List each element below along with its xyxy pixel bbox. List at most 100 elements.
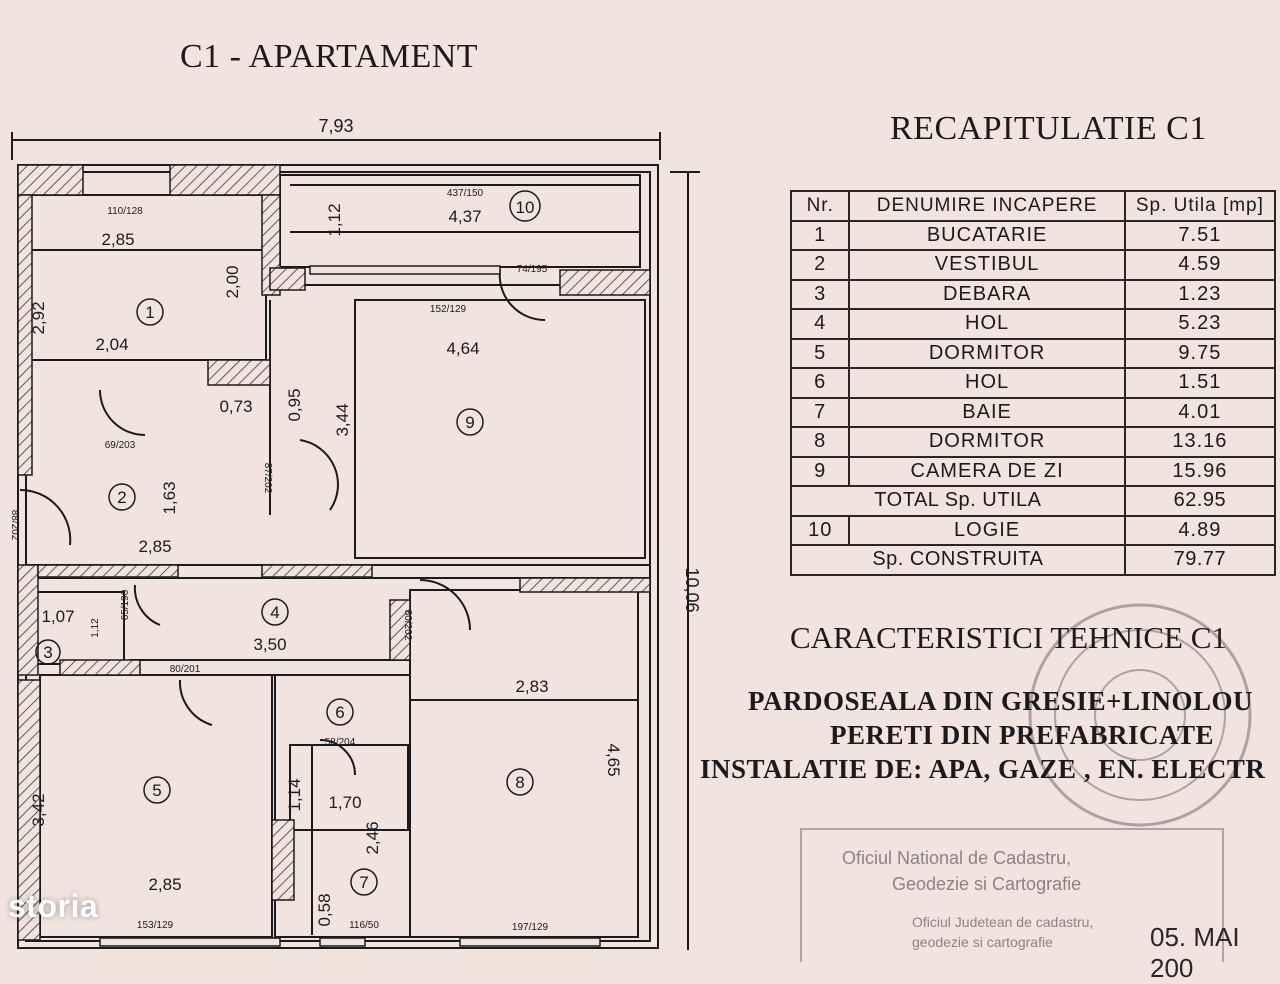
room-2-door-b: 88/202	[9, 510, 20, 541]
room-6-number: 6	[335, 703, 344, 722]
room-10-width: 4,37	[448, 207, 481, 226]
room-5-height: 3,42	[29, 793, 48, 826]
row-area: 1.51	[1123, 367, 1277, 399]
office-line-4: geodezie si cartografie	[912, 934, 1053, 950]
built-value: 79.77	[1123, 544, 1277, 576]
total-label: TOTAL Sp. UTILA	[790, 485, 1126, 517]
row-nr: 7	[789, 396, 851, 428]
room-3-number: 3	[43, 643, 52, 662]
row-name: HOL	[848, 367, 1126, 399]
room-2-door-a: 69/203	[105, 440, 136, 451]
row-name: VESTIBUL	[848, 249, 1126, 281]
room-1-door: 110/128	[107, 206, 143, 217]
row-nr: 4	[789, 308, 851, 340]
header-name: DENUMIRE INCAPERE	[848, 190, 1126, 222]
total-height-label: 10,06	[682, 567, 700, 612]
row-nr: 6	[789, 367, 851, 399]
room-10-number: 10	[516, 198, 535, 217]
total-value: 62.95	[1123, 485, 1277, 517]
room-1-height-left: 2,92	[29, 301, 48, 334]
room-5-width: 2,85	[148, 875, 181, 894]
row-name: BAIE	[848, 396, 1126, 428]
row-name: BUCATARIE	[848, 219, 1126, 251]
room-3-width: 1,07	[41, 607, 74, 626]
tech-line-walls: PERETI DIN PREFABRICATE	[830, 720, 1215, 750]
room-7-number: 7	[359, 873, 368, 892]
room-7-height: 2,46	[363, 821, 382, 854]
office-line-1: Oficiul National de Cadastru,	[842, 848, 1072, 868]
row-area: 4.01	[1123, 396, 1277, 428]
room-5-number: 5	[152, 781, 161, 800]
room-10-window: 437/150	[447, 188, 484, 199]
room-6-door: 58/204	[325, 737, 356, 748]
room-2-number: 2	[117, 488, 126, 507]
floor-plan: 7,93 10,06 1 2,85 2,04 2,00 2,92 110/128…	[9, 116, 700, 950]
date-stamp: 05. MAI 200	[1150, 922, 1240, 983]
room-8-number: 8	[515, 773, 524, 792]
office-line-3: Oficiul Judetean de cadastru,	[912, 914, 1094, 930]
table-header-row: Nr. DENUMIRE INCAPERE Sp. Utila [mp]	[789, 190, 1277, 222]
room-4-number: 4	[270, 603, 279, 622]
row-nr: 8	[789, 426, 851, 458]
round-stamp-icon	[1028, 603, 1252, 827]
room-9-height: 3,44	[333, 403, 352, 436]
tech-line-utilities: INSTALATIE DE: APA, GAZE , EN. ELECTR	[700, 754, 1266, 784]
row-name: DORMITOR	[848, 337, 1126, 369]
row-nr: 10	[789, 514, 851, 546]
row-name: DORMITOR	[848, 426, 1126, 458]
row-area: 4.89	[1123, 514, 1277, 546]
room-9-door: 87/202	[262, 463, 273, 494]
room-4-width: 3,50	[253, 635, 286, 654]
row-name: CAMERA DE ZI	[848, 455, 1126, 487]
built-label: Sp. CONSTRUITA	[790, 544, 1126, 576]
row-name: LOGIE	[848, 514, 1126, 546]
room-1-number: 1	[145, 303, 154, 322]
header-nr: Nr.	[789, 190, 851, 222]
header-area: Sp. Utila [mp]	[1123, 190, 1277, 222]
row-nr: 1	[789, 219, 851, 251]
row-area: 5.23	[1123, 308, 1277, 340]
row-nr: 9	[789, 455, 851, 487]
row-area: 9.75	[1123, 337, 1277, 369]
row-name: HOL	[848, 308, 1126, 340]
row-area: 4.59	[1123, 249, 1277, 281]
misc-height: 0,95	[285, 388, 304, 421]
room-7-height-lower: 0,58	[315, 893, 334, 926]
row-area: 7.51	[1123, 219, 1277, 251]
room-10-door: 74/195	[517, 264, 548, 275]
room-4-door: 80/201	[170, 664, 201, 675]
row-nr: 3	[789, 278, 851, 310]
row-area: 13.16	[1123, 426, 1277, 458]
total-width-label: 7,93	[318, 116, 353, 136]
room-3-height: 1,12	[90, 618, 101, 638]
room-9-number: 9	[465, 413, 474, 432]
room-2-height: 1,63	[160, 481, 179, 514]
row-name: DEBARA	[848, 278, 1126, 310]
misc-width: 0,73	[219, 397, 252, 416]
row-nr: 5	[789, 337, 851, 369]
recap-title: RECAPITULATIE C1	[890, 110, 1207, 147]
storia-watermark: storia	[8, 888, 99, 924]
cadastre-office-stamp: Oficiul National de Cadastru, Geodezie s…	[800, 828, 1224, 962]
row-nr: 2	[789, 249, 851, 281]
tech-line-flooring: PARDOSEALA DIN GRESIE+LINOLOU	[748, 686, 1253, 716]
room-3-door: 65/190	[120, 589, 131, 620]
tech-title: CARACTERISTICI TEHNICE C1	[790, 620, 1227, 655]
room-8-door: 80/202	[402, 610, 413, 641]
room-7-width: 1,70	[328, 793, 361, 812]
room-1-height: 2,00	[223, 265, 242, 298]
row-area: 1.23	[1123, 278, 1277, 310]
room-8-window: 197/129	[512, 922, 549, 933]
